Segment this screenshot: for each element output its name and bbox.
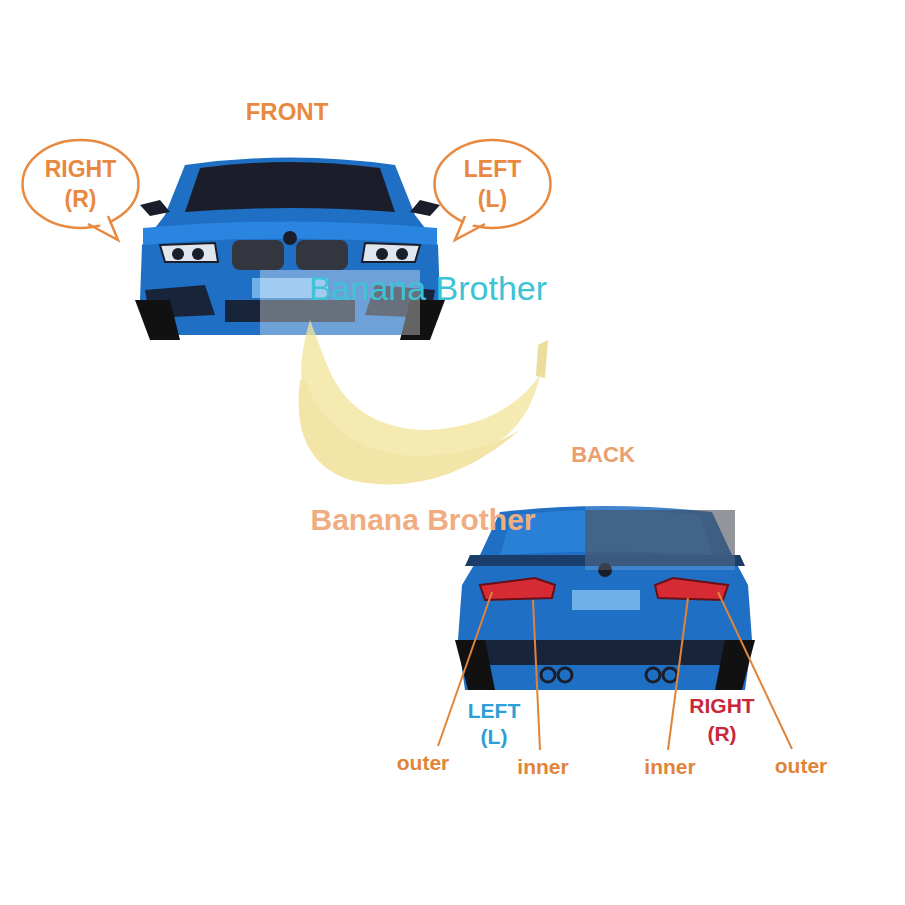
part-label: outer <box>397 750 450 775</box>
view-heading: BACK <box>571 442 635 468</box>
speech-bubble: LEFT (L) <box>430 136 555 248</box>
watermark: Banana Brother <box>310 502 535 538</box>
grille <box>296 240 348 270</box>
bubble-text: RIGHT (R) <box>36 154 126 214</box>
leader-lines <box>438 592 792 750</box>
front-car <box>135 158 445 341</box>
view-heading: FRONT <box>246 98 329 127</box>
speech-bubble: RIGHT (R) <box>18 136 143 248</box>
watermark: Banana Brother <box>309 268 547 309</box>
part-label: inner <box>517 754 568 779</box>
banana-watermark <box>299 320 548 484</box>
diffuser <box>470 640 740 665</box>
side-label: LEFT (L) <box>463 698 525 750</box>
side-label: RIGHT (R) <box>682 692 762 748</box>
license-plate <box>572 590 640 610</box>
mirror <box>140 200 170 216</box>
mirror <box>410 200 440 216</box>
front-windshield <box>185 162 395 212</box>
grille <box>232 240 284 270</box>
hood <box>143 222 437 246</box>
headlight <box>362 243 420 262</box>
front-body <box>140 158 440 336</box>
bubble-text: LEFT (L) <box>448 154 538 214</box>
taillight <box>655 578 728 600</box>
part-label: outer <box>775 753 828 778</box>
headlight <box>160 243 218 262</box>
part-label: inner <box>644 754 695 779</box>
